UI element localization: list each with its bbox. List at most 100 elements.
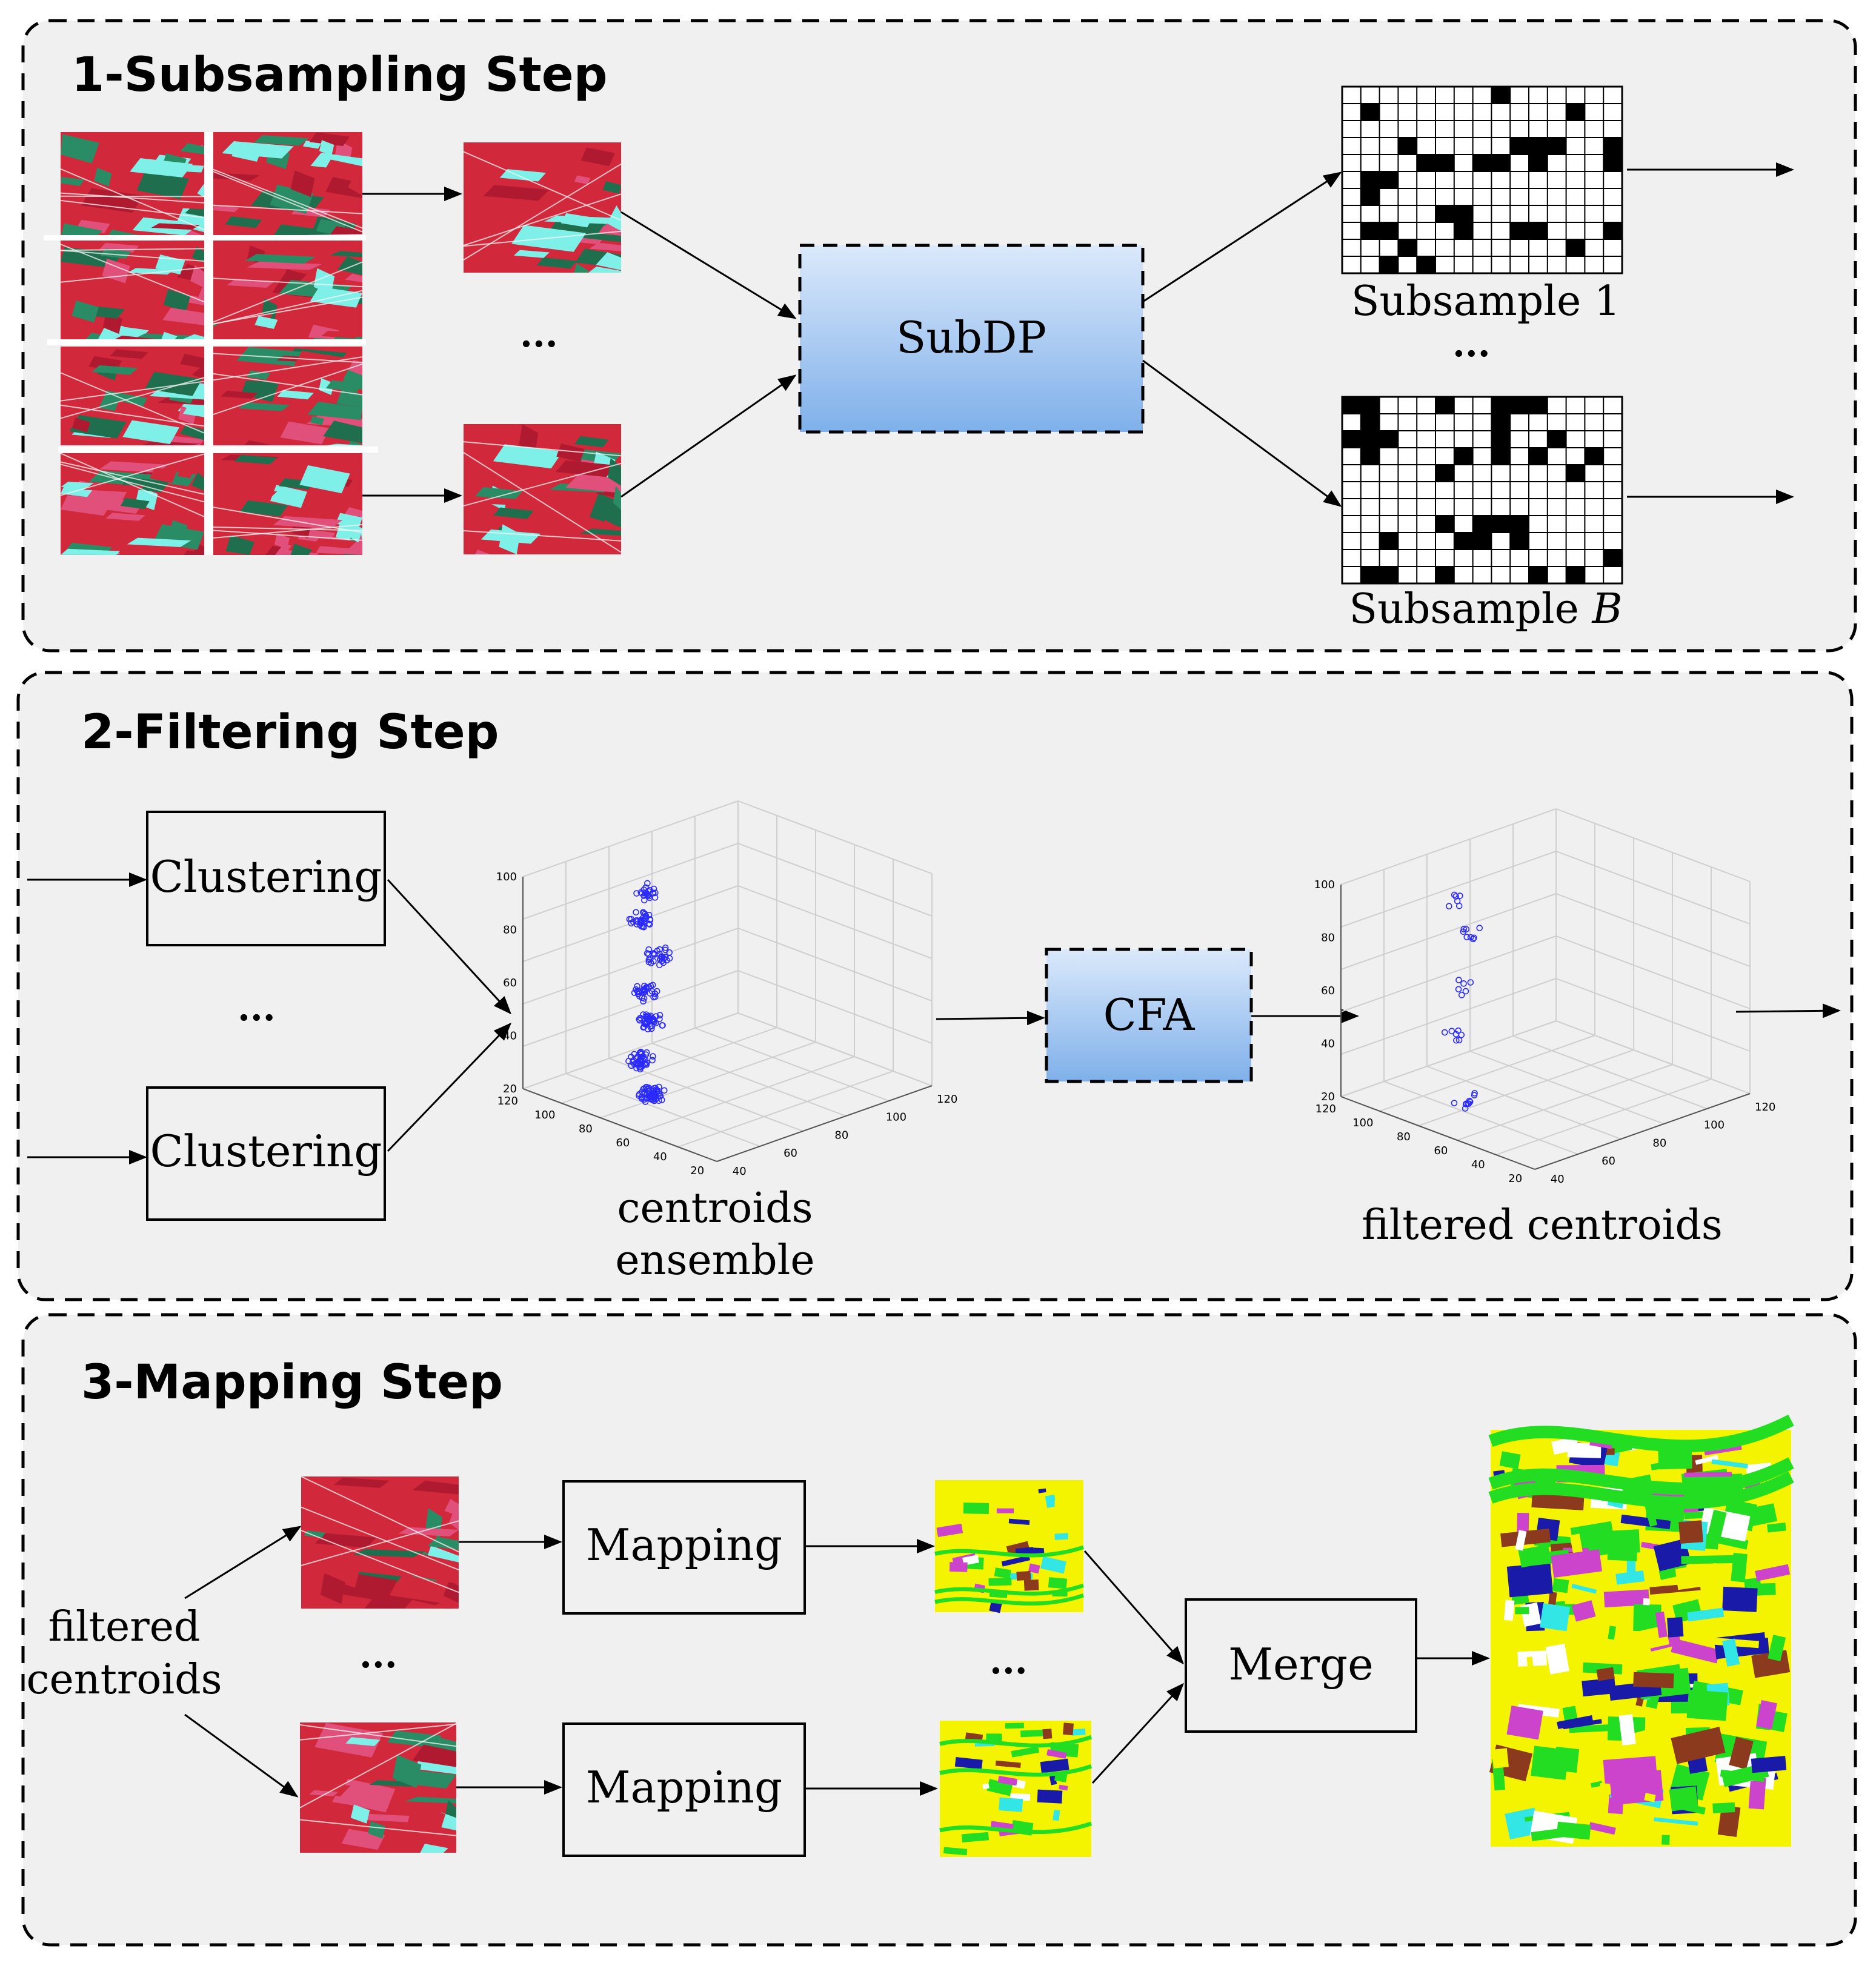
selected-cell <box>1472 533 1492 550</box>
centroid-point <box>637 1048 644 1055</box>
field-patch <box>602 181 621 194</box>
land-parcel <box>1717 1805 1741 1838</box>
land-parcel <box>1571 1584 1597 1594</box>
centroid-point <box>1463 934 1471 940</box>
clustering-bottom-frame <box>146 1086 386 1221</box>
selected-cell <box>1398 239 1417 256</box>
land-parcel <box>1551 1436 1579 1455</box>
centroid-point <box>641 1096 648 1103</box>
selected-cell <box>1510 533 1529 550</box>
selected-cell <box>1360 104 1380 121</box>
centroid-point <box>662 944 669 951</box>
centroid-point <box>649 1097 656 1103</box>
land-parcel <box>1054 1500 1069 1511</box>
selected-cell <box>1510 138 1529 154</box>
land-parcel <box>1526 1656 1535 1684</box>
field-patch <box>310 1768 330 1779</box>
land-parcel <box>1620 1514 1671 1530</box>
field-patch <box>323 420 362 443</box>
arrow-to-subdp-top <box>620 211 797 319</box>
axis-tick-label: 80 <box>579 1123 593 1135</box>
satellite-tile <box>213 453 363 555</box>
mapping-title: 3-Mapping Step <box>81 1355 503 1410</box>
field-patch <box>118 542 167 555</box>
merge-frame <box>1185 1598 1417 1733</box>
land-parcel <box>1684 1472 1732 1478</box>
land-parcel <box>1608 1626 1616 1640</box>
land-parcel <box>1591 1781 1603 1788</box>
field-patch <box>574 175 591 185</box>
arrow-to-subdp-bottom <box>620 374 797 498</box>
centroid-point <box>647 956 654 963</box>
selected-cell <box>1435 154 1454 171</box>
plot-grid-line <box>522 1012 739 1089</box>
land-parcel <box>1033 1536 1045 1549</box>
centroid-point <box>1441 1029 1448 1036</box>
land-parcel <box>1654 1817 1698 1826</box>
plot-grid-line <box>1340 893 1557 970</box>
field-patch <box>254 316 278 329</box>
field-patch <box>91 365 138 375</box>
field-boundary <box>60 199 205 219</box>
axis-tick-label: 120 <box>1755 1101 1775 1114</box>
classified-tile-last <box>939 1721 1093 1857</box>
plot-grid-line <box>737 843 933 917</box>
land-parcel <box>1042 1729 1053 1739</box>
land-parcel <box>1761 1638 1769 1657</box>
land-parcel <box>1044 1761 1055 1769</box>
centroid-point <box>1476 925 1483 931</box>
mapping-tile-first <box>301 1476 459 1609</box>
subdp-box <box>798 244 1145 434</box>
field-patch <box>151 201 204 210</box>
subsampling-panel: 1-Subsampling Step ... SubDP <box>21 19 1857 653</box>
selected-cell <box>1603 222 1622 239</box>
satellite-tile <box>213 347 363 445</box>
field-patch <box>314 1533 376 1548</box>
field-patch <box>177 470 193 479</box>
land-parcel <box>1063 1722 1074 1736</box>
merge-label: Merge <box>1228 1639 1373 1690</box>
selected-cell <box>1360 448 1380 465</box>
plot-grid-line <box>1555 1020 1751 1094</box>
centroid-point <box>628 1062 635 1069</box>
centroid-point <box>650 1053 656 1060</box>
field-patch <box>335 513 362 529</box>
plot-grid-line <box>1555 808 1751 882</box>
land-parcel <box>1615 1570 1645 1585</box>
plot-grid-line <box>1555 851 1751 925</box>
land-parcel <box>1552 1578 1569 1593</box>
field-patch <box>83 483 145 493</box>
field-patch <box>356 1813 420 1822</box>
land-parcel <box>1720 1769 1765 1782</box>
field-patch <box>319 140 334 156</box>
centroid-point <box>646 892 653 900</box>
selected-cell <box>1472 516 1492 533</box>
extracted-tile-first <box>463 142 622 273</box>
cfa-process: CFA <box>1045 948 1253 1083</box>
centroid-point <box>1455 977 1462 983</box>
plot-grid-line <box>1555 893 1751 967</box>
land-parcel <box>1644 1793 1656 1802</box>
plot-grid-line <box>600 1041 816 1118</box>
centroid-point <box>1467 979 1474 986</box>
land-parcel <box>1582 1678 1616 1697</box>
field-boundary <box>213 373 363 396</box>
selected-cell <box>1603 154 1622 171</box>
field-patch <box>238 488 278 498</box>
centroid-point <box>1451 891 1458 898</box>
subsample-last-var: B <box>1591 585 1622 633</box>
field-patch <box>368 1821 386 1839</box>
field-patch <box>191 472 204 491</box>
field-patch <box>130 158 193 178</box>
selected-cell <box>1454 448 1473 465</box>
filtered-centroids-label: filtered centroids <box>1362 1201 1723 1249</box>
field-patch <box>412 1480 459 1495</box>
land-parcel <box>1755 1564 1791 1581</box>
land-parcel <box>988 1578 1012 1586</box>
land-parcel <box>1707 1509 1727 1541</box>
field-patch <box>589 242 621 251</box>
field-patch <box>163 289 191 312</box>
centroid-point <box>642 1021 650 1028</box>
centroid-point <box>641 1017 648 1025</box>
land-parcel <box>1506 1563 1554 1598</box>
